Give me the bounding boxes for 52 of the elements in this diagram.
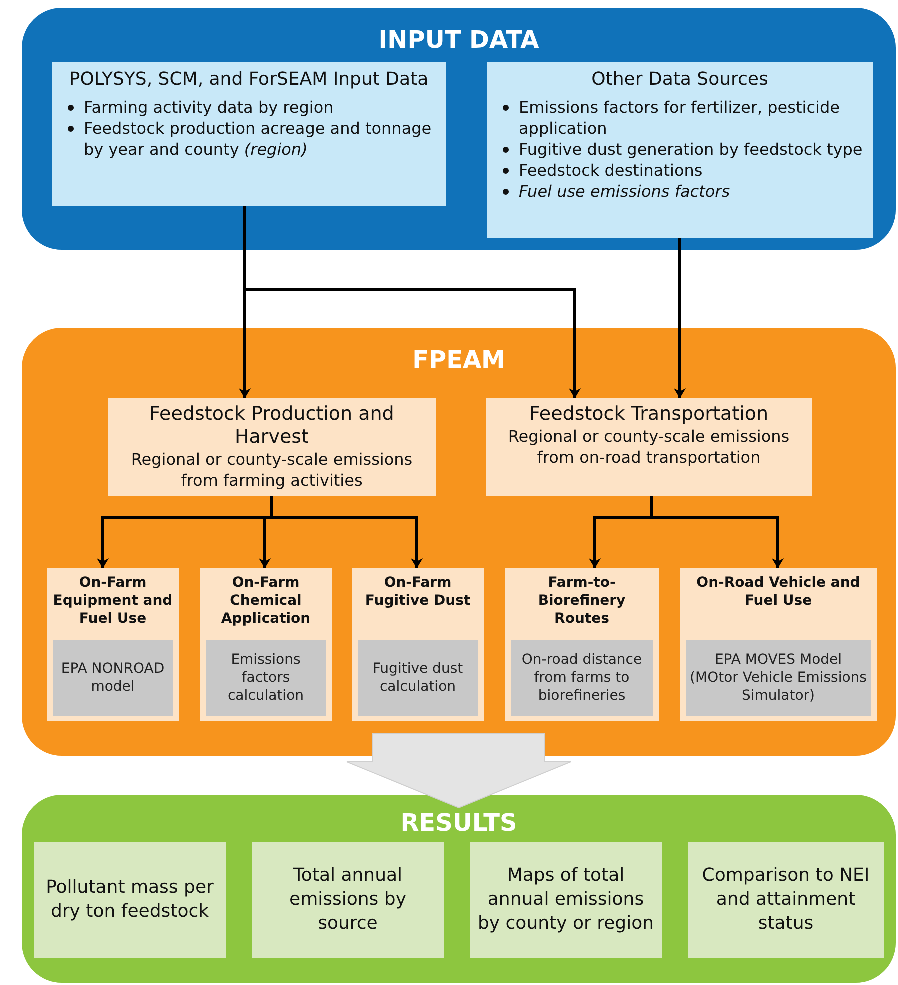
module-box bbox=[200, 568, 332, 721]
panel-title: FPEAM bbox=[412, 346, 506, 374]
box-heading: POLYSYS, SCM, and ForSEAM Input Data bbox=[68, 68, 430, 91]
box-text: EPA MOVES Model (MOtor Vehicle Emissions Simulator) bbox=[690, 651, 867, 705]
result-box bbox=[252, 842, 444, 958]
bullet-item: Farming activity data by region bbox=[62, 97, 436, 118]
box-text: Total annual emissions by source bbox=[288, 864, 408, 936]
arrow bbox=[674, 238, 686, 398]
module-title: On-Road Vehicle and Fuel Use bbox=[696, 574, 862, 610]
box-text: Comparison to NEI and attainment status bbox=[701, 864, 871, 936]
box-description: Regional or county-scale emissions from farming activities bbox=[130, 449, 414, 491]
method-box bbox=[206, 640, 326, 716]
module-box bbox=[680, 568, 877, 721]
method-box bbox=[53, 640, 173, 716]
box-heading: Feedstock Production and Harvest bbox=[148, 403, 396, 449]
result-box bbox=[34, 842, 226, 958]
panel-title: INPUT DATA bbox=[378, 26, 540, 54]
data-source-box bbox=[52, 62, 446, 206]
box-text: Pollutant mass per dry ton feedstock bbox=[45, 876, 215, 924]
module-box bbox=[505, 568, 659, 721]
process-box bbox=[486, 398, 812, 496]
method-box bbox=[358, 640, 478, 716]
box-heading: Other Data Sources bbox=[590, 68, 770, 91]
input-data-panel bbox=[22, 8, 896, 250]
process-box bbox=[108, 398, 436, 496]
bullet-item: Fugitive dust generation by feedstock type bbox=[497, 139, 863, 160]
block-arrow bbox=[346, 734, 572, 809]
result-box bbox=[470, 842, 662, 958]
module-title: On-Farm Fugitive Dust bbox=[364, 574, 472, 610]
bullet-item: Fuel use emissions factors bbox=[497, 181, 863, 202]
method-box bbox=[686, 640, 871, 716]
box-text: EPA NONROAD model bbox=[60, 660, 166, 696]
module-box bbox=[47, 568, 179, 721]
bullet-item: Feedstock production acreage and tonnage by year and county (region) bbox=[62, 118, 436, 160]
panel-title: RESULTS bbox=[400, 809, 518, 837]
result-box bbox=[688, 842, 884, 958]
bullet-item: Feedstock destinations bbox=[497, 160, 863, 181]
module-title: On-Farm Chemical Application bbox=[220, 574, 312, 628]
bullet-item: Emissions factors for fertilizer, pesticide application bbox=[497, 97, 863, 139]
data-source-box bbox=[487, 62, 873, 238]
box-text: Fugitive dust calculation bbox=[372, 660, 464, 696]
module-title: On-Farm Equipment and Fuel Use bbox=[52, 574, 174, 628]
method-box bbox=[511, 640, 653, 716]
box-text: Emissions factors calculation bbox=[226, 651, 306, 705]
results-panel bbox=[22, 795, 896, 983]
box-heading: Feedstock Transportation bbox=[528, 403, 770, 426]
box-text: On-road distance from farms to biorefineries bbox=[520, 651, 644, 705]
box-text: Maps of total annual emissions by county or region bbox=[476, 864, 656, 936]
model-panel bbox=[22, 328, 896, 756]
module-box bbox=[352, 568, 484, 721]
module-title: Farm-to-Biorefinery Routes bbox=[537, 574, 627, 628]
box-description: Regional or county-scale emissions from on-road transportation bbox=[507, 426, 791, 468]
